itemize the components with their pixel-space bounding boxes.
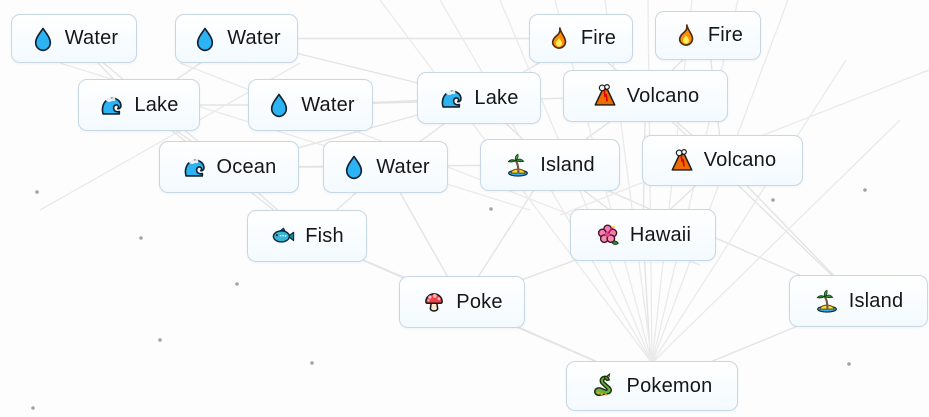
- tile-water-2[interactable]: Water: [175, 14, 298, 63]
- tile-water-1[interactable]: Water: [11, 14, 137, 63]
- mushroom-icon: [421, 289, 447, 315]
- wave-icon: [182, 154, 208, 180]
- tile-water-3[interactable]: Water: [248, 79, 373, 131]
- tile-fire-1[interactable]: Fire: [529, 14, 633, 63]
- tile-volcano-1[interactable]: Volcano: [563, 70, 728, 122]
- fire-icon: [673, 23, 699, 49]
- dragon-icon: [592, 373, 618, 399]
- tile-label: Fire: [580, 27, 617, 49]
- wave-icon: [99, 92, 125, 118]
- tile-fish[interactable]: Fish: [247, 210, 367, 262]
- tile-label: Island: [540, 153, 595, 176]
- wave-icon: [439, 85, 465, 111]
- tile-fire-2[interactable]: Fire: [655, 11, 761, 60]
- tile-water-4[interactable]: Water: [323, 141, 448, 193]
- droplet-icon: [30, 26, 56, 52]
- volcano-icon: [592, 83, 618, 109]
- tile-label: Water: [376, 155, 430, 178]
- island-icon: [814, 288, 840, 314]
- tile-label: Ocean: [216, 155, 277, 178]
- tile-label: Pokemon: [626, 374, 713, 397]
- tile-label: Island: [848, 289, 904, 312]
- tile-label: Water: [227, 27, 281, 49]
- tile-label: Poke: [456, 290, 503, 313]
- tile-label: Water: [301, 93, 355, 116]
- tile-lake-2[interactable]: Lake: [417, 72, 541, 124]
- tile-poke[interactable]: Poke: [399, 276, 525, 328]
- tile-label: Volcano: [703, 149, 777, 171]
- fish-icon: [270, 223, 296, 249]
- tile-ocean[interactable]: Ocean: [159, 141, 299, 193]
- tile-label: Lake: [134, 93, 179, 116]
- tile-lake-1[interactable]: Lake: [78, 79, 200, 131]
- tile-label: Hawaii: [629, 223, 692, 246]
- tile-pokemon[interactable]: Pokemon: [566, 361, 738, 411]
- tile-island-1[interactable]: Island: [480, 139, 620, 191]
- tile-island-2[interactable]: Island: [789, 275, 928, 327]
- tile-hawaii[interactable]: Hawaii: [570, 209, 716, 261]
- tile-label: Lake: [474, 86, 519, 109]
- tile-volcano-2[interactable]: Volcano: [642, 135, 803, 186]
- volcano-icon: [669, 148, 695, 174]
- hibiscus-icon: [595, 222, 621, 248]
- tile-label: Volcano: [626, 84, 700, 107]
- fire-icon: [546, 26, 572, 52]
- droplet-icon: [192, 26, 218, 52]
- tile-label: Water: [64, 27, 119, 49]
- island-icon: [505, 152, 531, 178]
- tile-label: Fire: [707, 24, 744, 46]
- tile-label: Fish: [305, 224, 344, 247]
- droplet-icon: [341, 154, 367, 180]
- droplet-icon: [266, 92, 292, 118]
